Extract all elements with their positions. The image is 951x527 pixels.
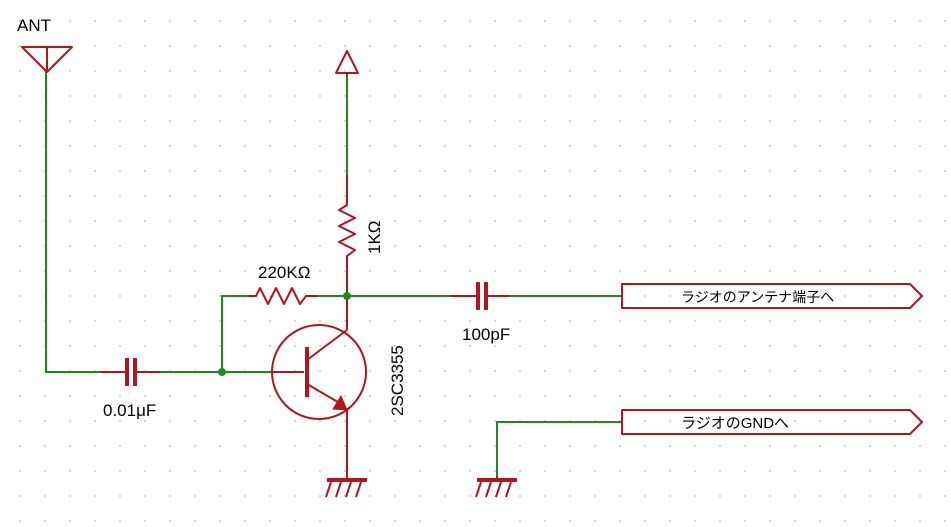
transistor-label: 2SC3355	[388, 345, 407, 416]
port-antenna-terminal-label: ラジオのアンテナ端子へ	[681, 290, 834, 306]
port-antenna-terminal: ラジオのアンテナ端子へ	[621, 283, 923, 309]
port-gnd-label: ラジオのGNDへ	[681, 415, 789, 432]
input-capacitor-label: 0.01μF	[103, 401, 156, 420]
load-resistor	[338, 175, 356, 296]
antenna-symbol	[21, 46, 73, 73]
bias-resistor	[248, 287, 318, 305]
port-gnd: ラジオのGNDへ	[621, 409, 923, 435]
bias-resistor-label: 220KΩ	[258, 263, 310, 282]
ground-symbol-gnd-port	[475, 476, 517, 498]
power-symbol	[335, 50, 359, 76]
junction-dot-base	[218, 368, 226, 376]
output-capacitor	[450, 282, 510, 310]
output-capacitor-label: 100pF	[462, 325, 510, 344]
load-resistor-label: 1KΩ	[365, 220, 384, 254]
input-capacitor	[100, 358, 160, 386]
ground-symbol-emitter	[325, 478, 367, 498]
npn-transistor	[271, 296, 367, 480]
wires	[45, 71, 623, 477]
antenna-label: ANT	[17, 16, 51, 35]
junction-dot-collector	[343, 292, 351, 300]
emitter-arrow	[332, 394, 348, 411]
